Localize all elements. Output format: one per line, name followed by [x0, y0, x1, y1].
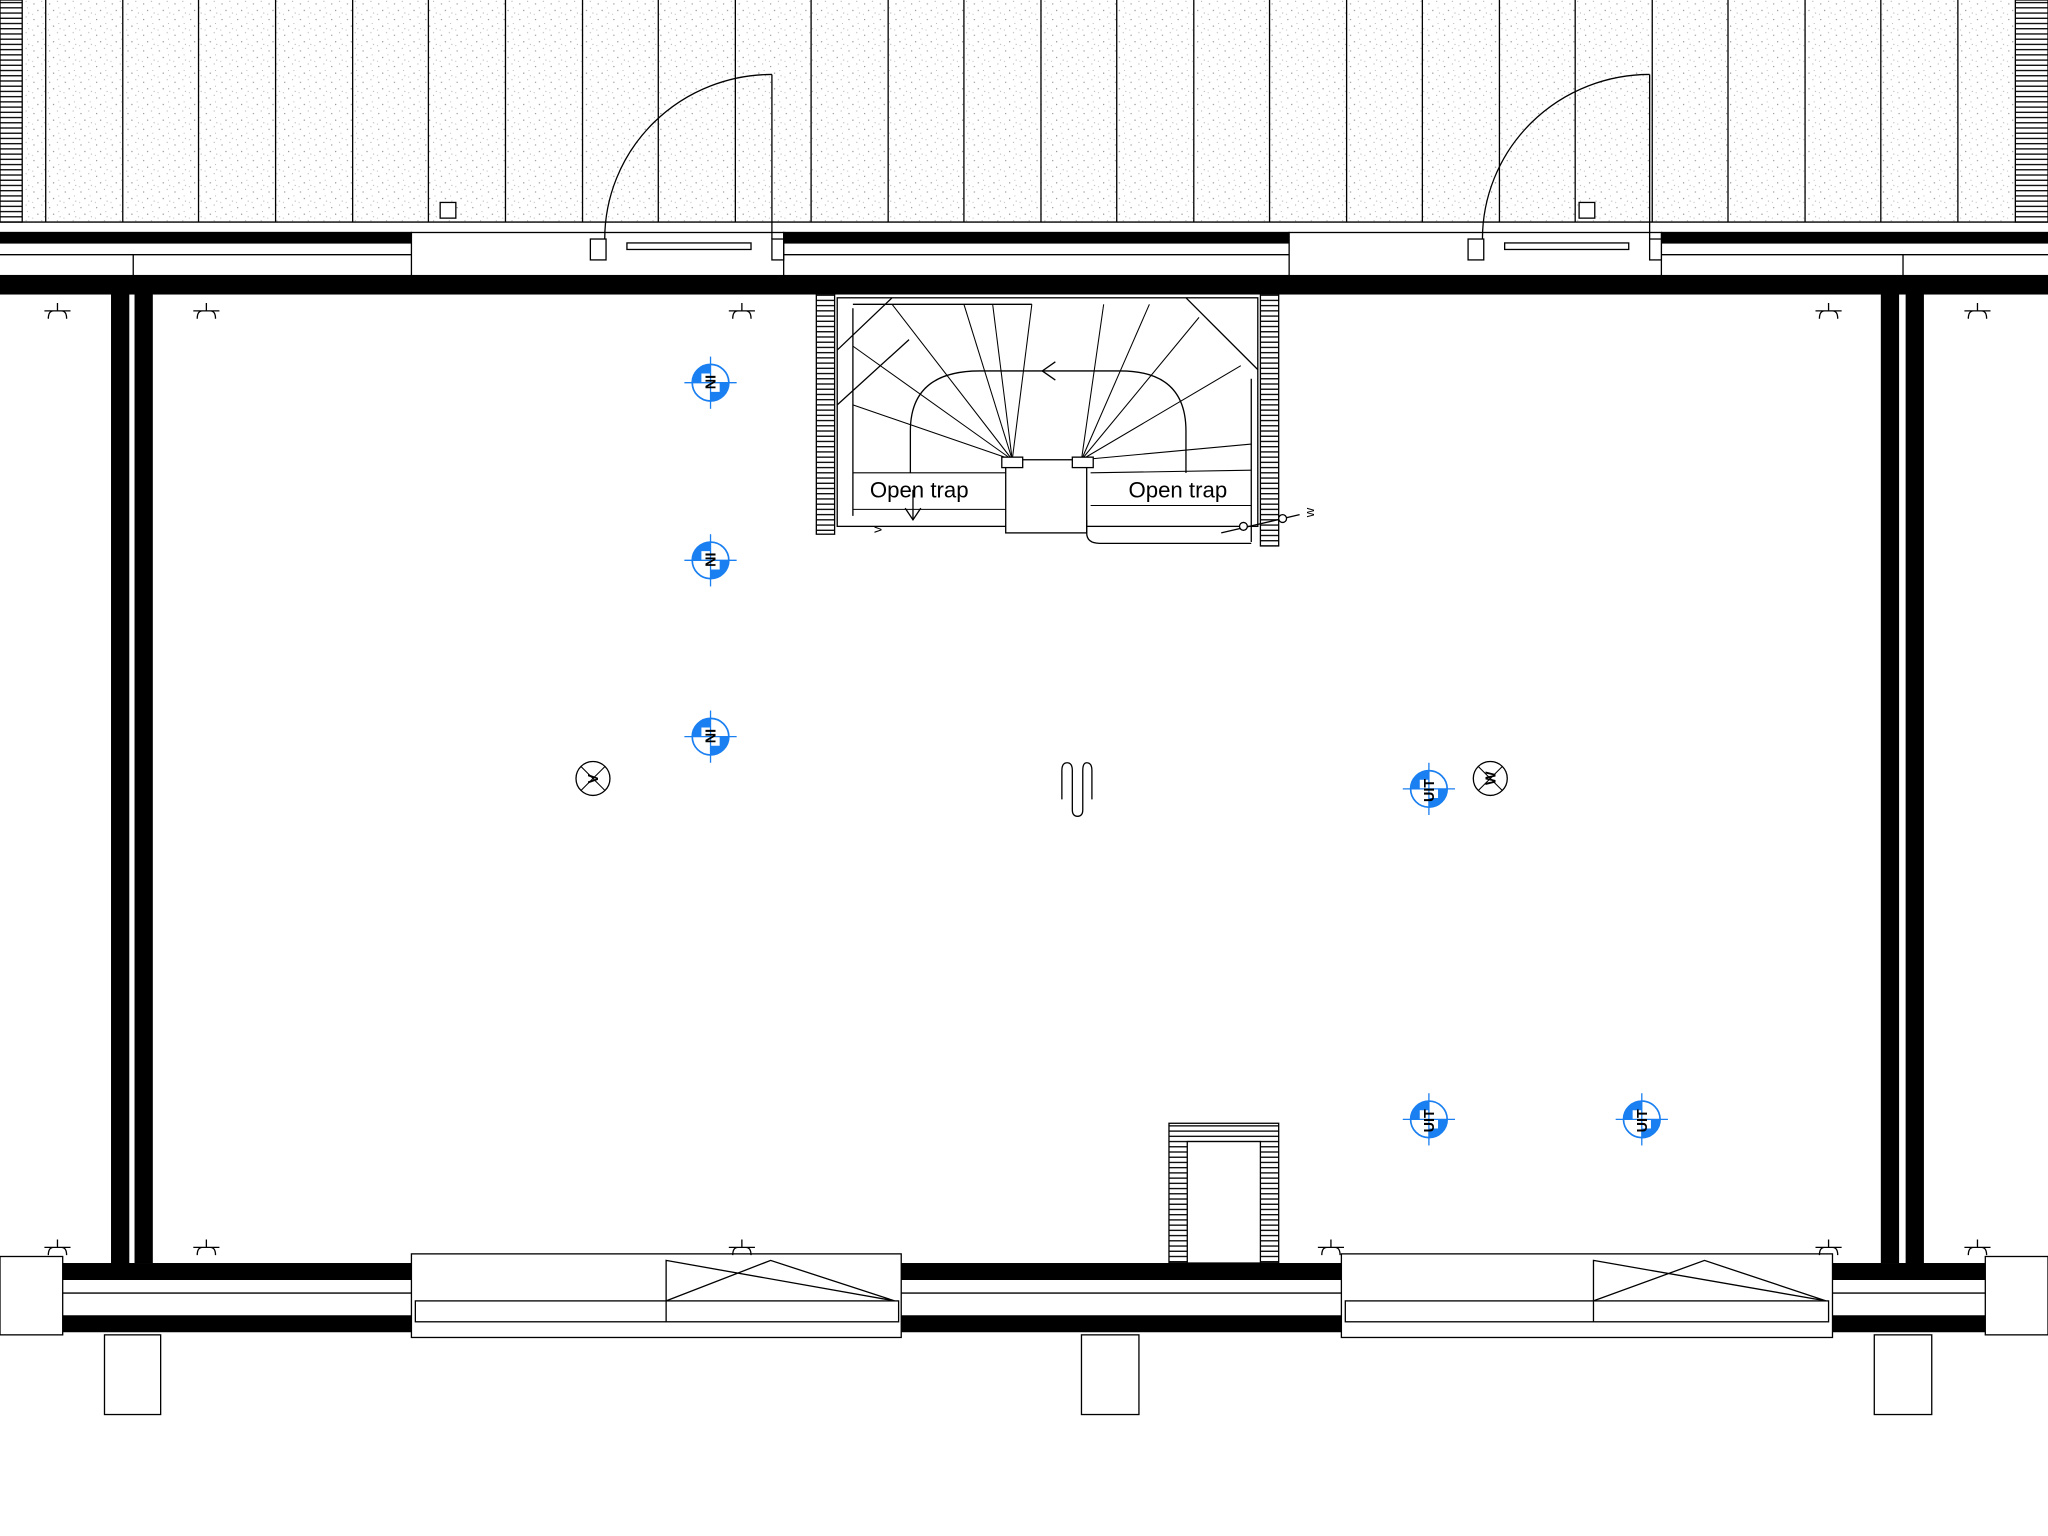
lamp-label: V — [586, 774, 602, 784]
ceiling-lamp-icon[interactable]: W — [1472, 760, 1508, 797]
vent-in-icon[interactable]: IN — [683, 355, 738, 410]
vent-in-icon[interactable]: IN — [683, 709, 738, 764]
outlet-icon — [192, 1238, 221, 1256]
vent-label: IN — [701, 729, 717, 743]
stair-switch-label: v — [870, 526, 885, 533]
deck-drain — [439, 201, 457, 219]
terrace-deck — [0, 0, 2048, 223]
shaft — [1168, 1122, 1280, 1264]
outlet-icon — [1963, 1238, 1992, 1256]
vent-label: UIT — [1422, 1109, 1438, 1132]
vent-label: UIT — [1635, 1109, 1651, 1132]
vent-label: IN — [701, 375, 717, 389]
outlet-icon — [43, 302, 72, 320]
outlet-icon — [1814, 1238, 1843, 1256]
outlet-icon — [1963, 302, 1992, 320]
outlet-icon — [728, 302, 756, 320]
outlet-icon — [1814, 302, 1843, 320]
terrace-door-left[interactable] — [410, 73, 785, 277]
columns — [103, 1334, 1933, 1416]
terrace-door-right[interactable] — [1288, 73, 1663, 277]
vent-label: IN — [701, 552, 717, 566]
switch-label: w — [1302, 507, 1317, 518]
outlet-icon — [192, 302, 221, 320]
outlet-icon — [43, 1238, 72, 1256]
top-facade — [0, 231, 2048, 295]
deck-drain — [1578, 201, 1596, 219]
window-bottom-left[interactable] — [410, 1253, 902, 1339]
staircase[interactable] — [815, 293, 1280, 547]
window-bottom-right[interactable] — [1340, 1253, 1834, 1339]
stair-light-switch[interactable] — [1221, 513, 1300, 534]
ceiling-lamp-icon[interactable]: V — [575, 760, 611, 797]
radiator-icon — [1061, 762, 1093, 817]
outlet-icon — [1317, 1238, 1345, 1256]
vent-in-icon[interactable]: IN — [683, 533, 738, 588]
outlet-icon — [728, 1238, 756, 1256]
lamp-label: W — [1484, 771, 1500, 785]
vent-out-icon[interactable]: UIT — [1401, 1092, 1456, 1147]
stair-label-right: Open trap — [1128, 478, 1227, 503]
stair-label-left: Open trap — [870, 478, 969, 503]
vent-out-icon[interactable]: UIT — [1401, 761, 1456, 816]
vent-label: UIT — [1422, 779, 1438, 802]
vent-out-icon[interactable]: UIT — [1614, 1092, 1669, 1147]
